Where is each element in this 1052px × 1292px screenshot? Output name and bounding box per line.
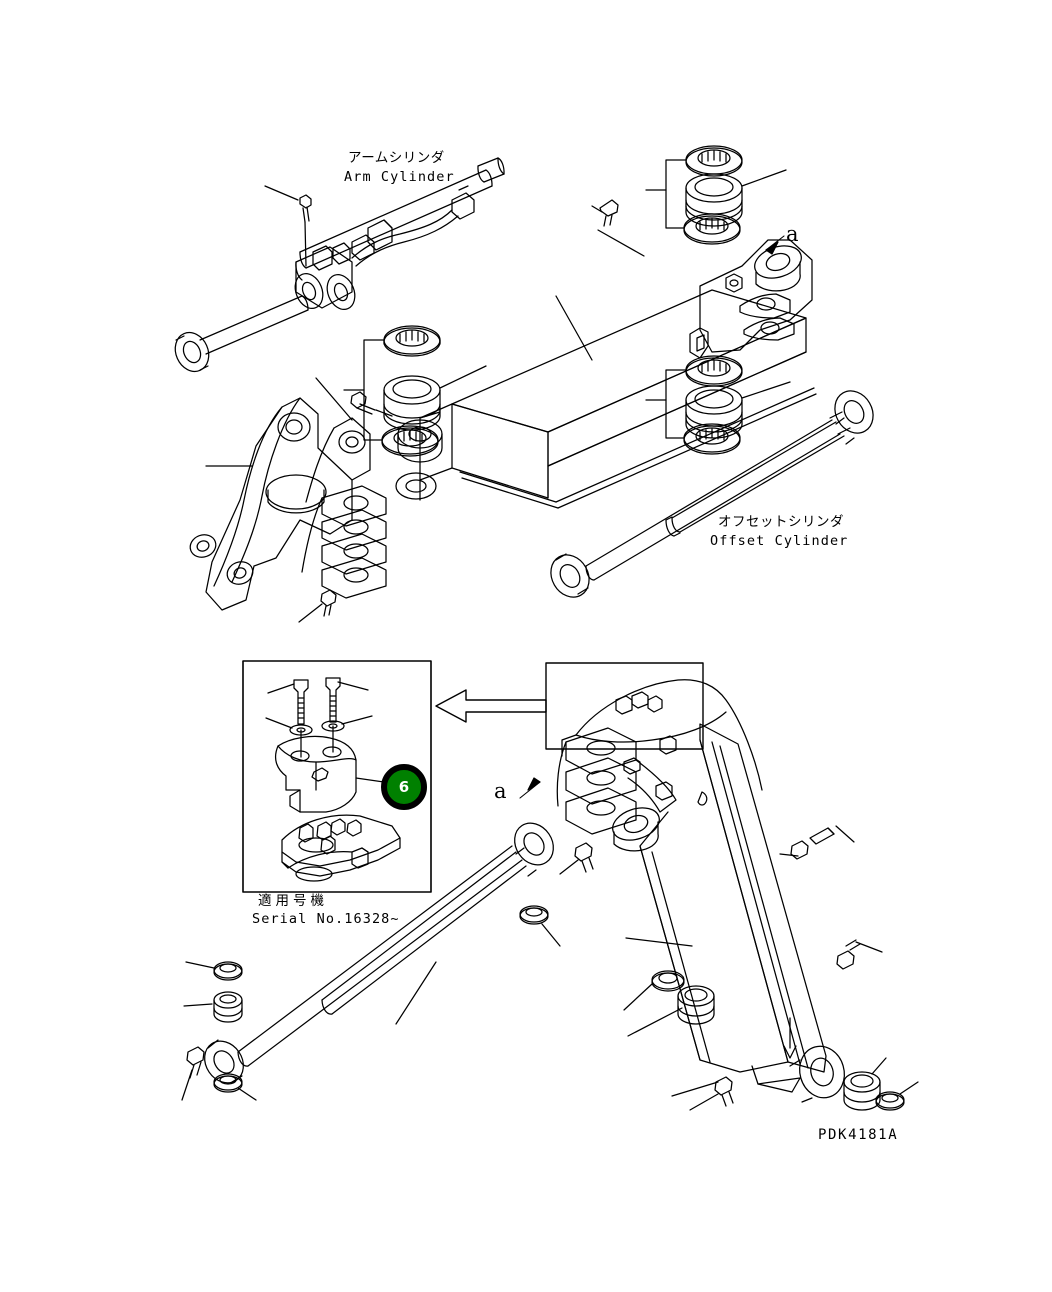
offset-boom-beam-group [350,199,817,509]
arm-cylinder-group [174,157,505,373]
serial-note-label-en: Serial No.16328~ [252,911,400,927]
block-arrow-left [435,689,547,723]
serial-note-label-jp: 適用号機 [258,893,328,909]
detail-inset-box [242,660,432,893]
swing-bracket-group [189,377,387,623]
callout-badge-number: 6 [398,777,410,796]
detail-inset-content [265,677,401,882]
section-mark-lower: a [494,779,507,803]
offset-cylinder-upper [550,390,874,598]
arm-cylinder-label-en: Arm Cylinder [344,169,455,185]
bushing-stack-mid-right [645,355,791,455]
bushing-stack-left [343,325,487,457]
arm-cylinder-label-jp: アームシリンダ [348,150,445,166]
offset-cylinder-lower [181,822,561,1101]
offset-cylinder-label-jp: オフセットシリンダ [718,514,844,530]
section-arrow-lower [519,777,541,799]
offset-cylinder-label-en: Offset Cylinder [710,533,849,549]
bushing-stack-top-right [645,145,787,245]
section-mark-upper: a [786,222,799,246]
drawing-code: PDK4181A [818,1127,899,1143]
callout-badge-6[interactable]: 6 [381,764,427,810]
lower-boom-assembly [556,679,919,1111]
section-arrow-upper [765,235,785,255]
